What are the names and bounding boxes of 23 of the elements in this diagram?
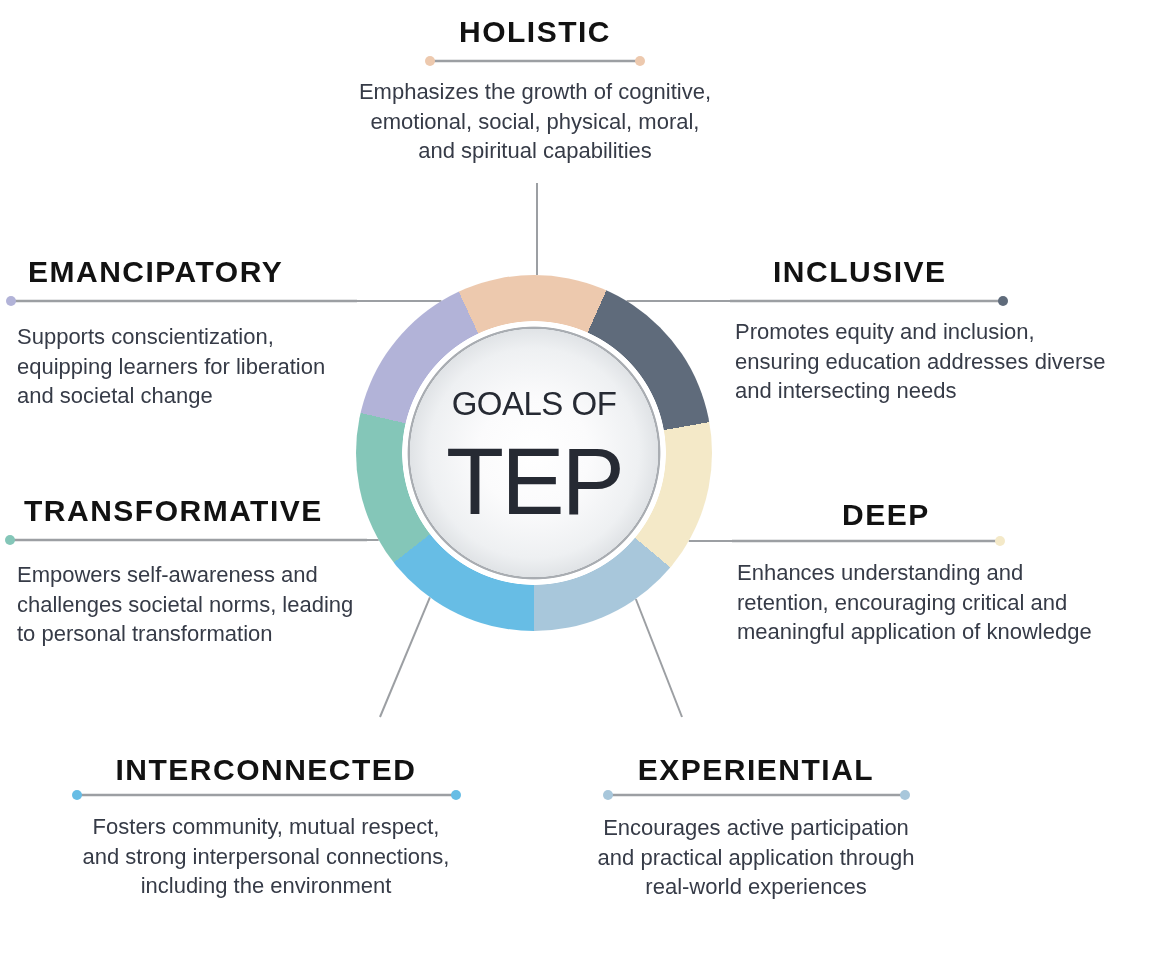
goal-description: Enhances understanding and retention, encouraging critical and meaningful application of knowledge [737, 559, 1093, 646]
goal-heading: INCLUSIVE [773, 254, 947, 290]
center-subtitle: GOALS OF [451, 384, 617, 424]
connector-line [366, 539, 380, 541]
goal-heading: EMANCIPATORY [28, 254, 284, 290]
connector-line [536, 182, 538, 276]
goal-heading: INTERCONNECTED [115, 752, 417, 788]
goal-description: Fosters community, mutual respect, and strong interpersonal connections, including the environment [81, 813, 451, 900]
goal-description: Supports conscientization, equipping learners for liberation and societal change [17, 323, 327, 410]
connector-line [634, 598, 683, 718]
goal-heading: DEEP [842, 497, 930, 533]
connector-line [625, 300, 731, 302]
connector-line [379, 596, 431, 718]
connector-line [356, 300, 443, 302]
goal-heading: HOLISTIC [459, 14, 611, 50]
goal-description: Emphasizes the growth of cognitive, emotional, social, physical, moral, and spiritual capabilities [357, 78, 713, 165]
goal-heading: TRANSFORMATIVE [24, 493, 323, 529]
goal-description: Promotes equity and inclusion, ensuring education addresses diverse and intersecting needs [735, 318, 1107, 405]
goal-description: Encourages active participation and practical application through real-world experiences [596, 814, 916, 901]
center-title: TEP [446, 434, 622, 529]
goal-heading: EXPERIENTIAL [637, 752, 875, 788]
goal-description: Empowers self-awareness and challenges societal norms, leading to personal transformation [17, 561, 355, 648]
connector-line [687, 540, 733, 542]
